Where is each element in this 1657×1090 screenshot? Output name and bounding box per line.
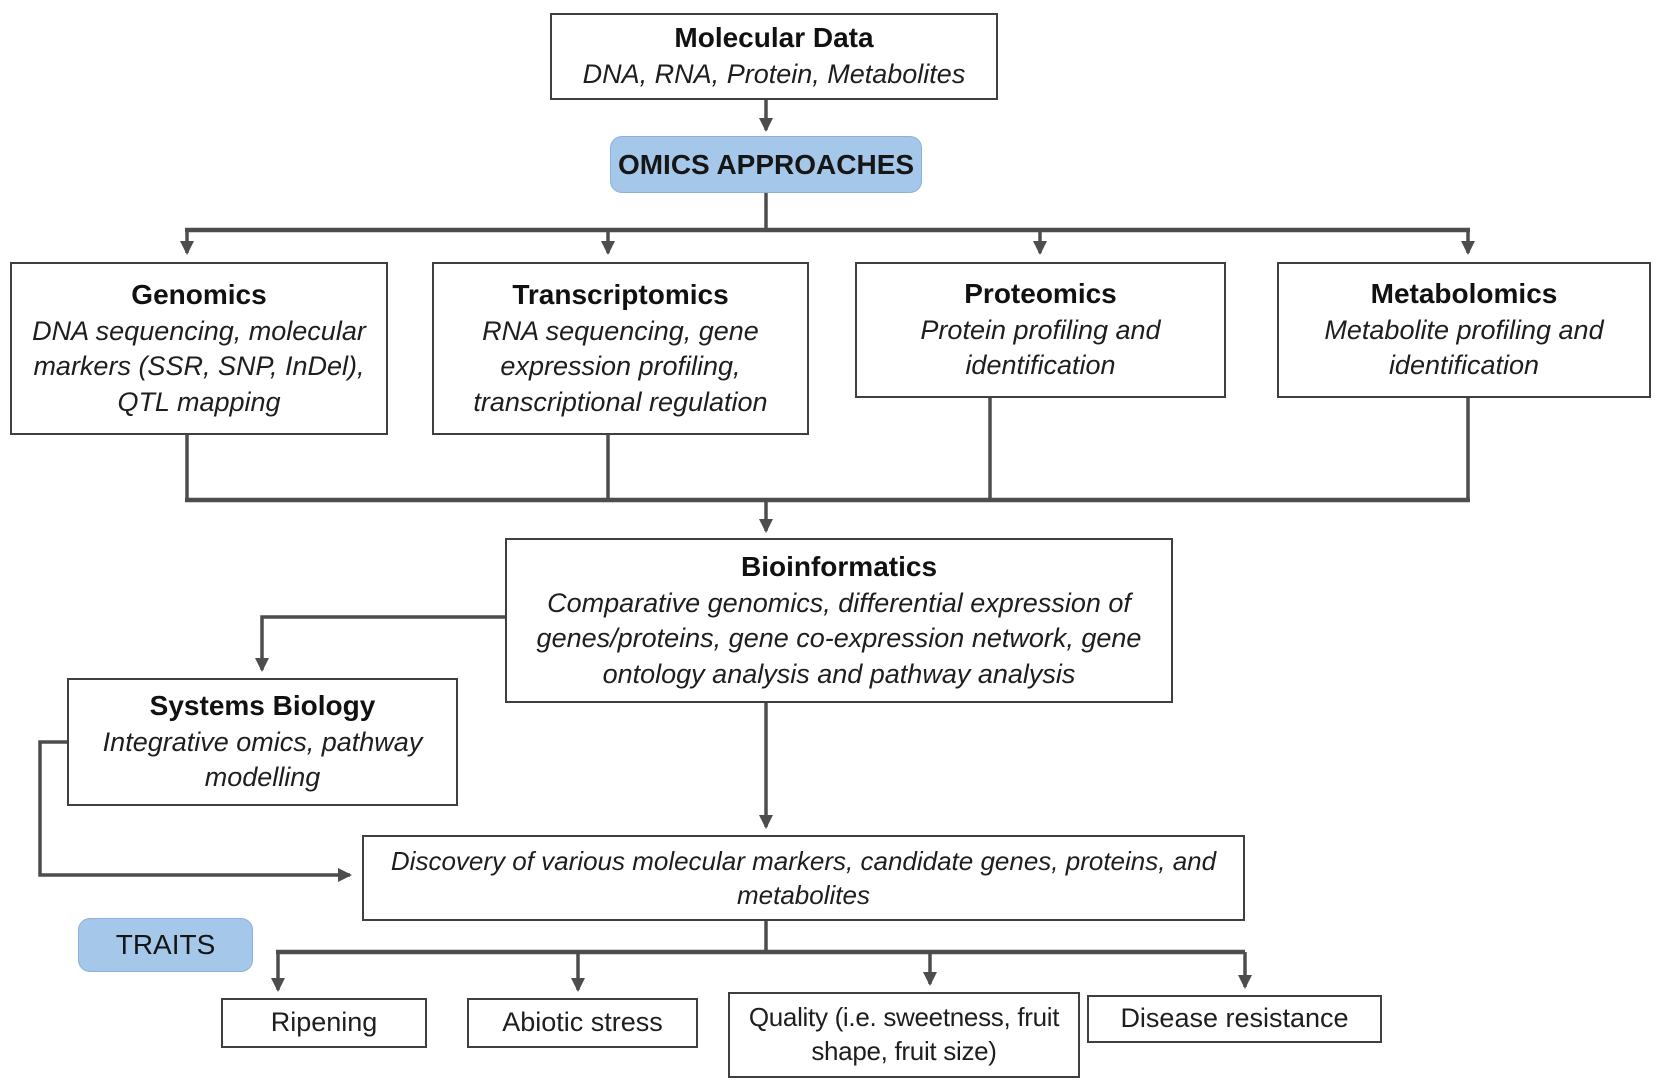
node-ripening: Ripening: [221, 998, 427, 1048]
omics-approaches-label: OMICS APPROACHES: [617, 148, 915, 180]
transcriptomics-body: RNA sequencing, gene expression profilin…: [473, 315, 768, 417]
traits-label: TRAITS: [115, 929, 216, 960]
node-metabolomics: Metabolomics Metabolite profiling and id…: [1277, 262, 1651, 398]
metabolomics-body: Metabolite profiling and identification: [1324, 314, 1604, 381]
genomics-title: Genomics: [131, 278, 267, 310]
node-disease-resistance: Disease resistance: [1087, 995, 1382, 1043]
node-quality: Quality (i.e. sweetness, fruit shape, fr…: [728, 992, 1080, 1078]
connector-bioinformatics-to-systemsbiology: [255, 615, 505, 672]
genomics-body: DNA sequencing, molecular markers (SSR, …: [32, 315, 366, 417]
systems-biology-title: Systems Biology: [149, 689, 376, 721]
abiotic-stress-label: Abiotic stress: [502, 1007, 663, 1038]
ripening-label: Ripening: [270, 1007, 378, 1038]
transcriptomics-title: Transcriptomics: [512, 278, 729, 310]
metabolomics-title: Metabolomics: [1370, 277, 1558, 309]
node-omics-approaches: OMICS APPROACHES: [610, 136, 922, 193]
node-proteomics: Proteomics Protein profiling and identif…: [855, 262, 1226, 398]
node-traits: TRAITS: [78, 918, 253, 972]
disease-resistance-label: Disease resistance: [1120, 1003, 1349, 1034]
node-molecular-data: Molecular Data DNA, RNA, Protein, Metabo…: [550, 13, 998, 100]
bioinformatics-body: Comparative genomics, differential expre…: [536, 587, 1142, 689]
proteomics-title: Proteomics: [964, 277, 1117, 309]
discovery-body: Discovery of various molecular markers, …: [390, 845, 1217, 910]
molecular-data-subtitle: DNA, RNA, Protein, Metabolites: [582, 59, 966, 90]
bioinformatics-title: Bioinformatics: [740, 550, 938, 582]
molecular-data-title: Molecular Data: [674, 22, 874, 54]
node-genomics: Genomics DNA sequencing, molecular marke…: [10, 262, 388, 435]
quality-label: Quality (i.e. sweetness, fruit shape, fr…: [748, 1002, 1060, 1066]
node-transcriptomics: Transcriptomics RNA sequencing, gene exp…: [432, 262, 809, 435]
node-systems-biology: Systems Biology Integrative omics, pathw…: [67, 678, 458, 806]
node-bioinformatics: Bioinformatics Comparative genomics, dif…: [505, 538, 1173, 703]
node-abiotic-stress: Abiotic stress: [467, 998, 698, 1048]
proteomics-body: Protein profiling and identification: [920, 314, 1161, 381]
systems-biology-body: Integrative omics, pathway modelling: [102, 726, 423, 793]
node-discovery: Discovery of various molecular markers, …: [362, 835, 1245, 921]
